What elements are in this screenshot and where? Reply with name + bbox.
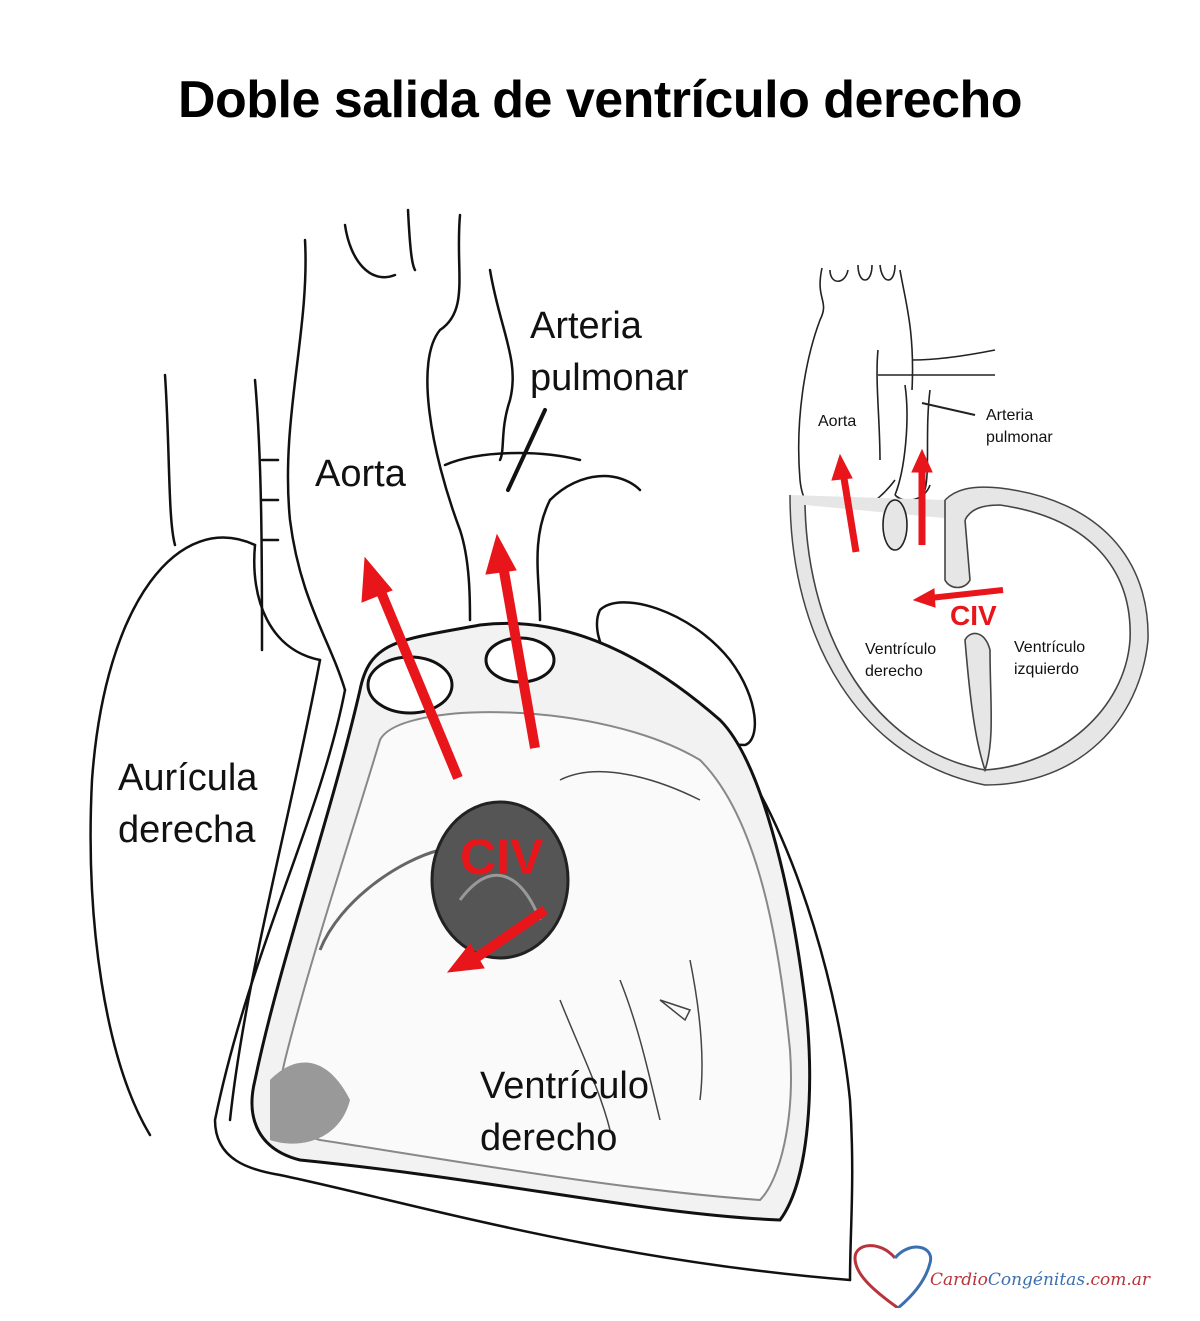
arrowhead-aorta bbox=[361, 556, 393, 603]
inset-label-arteria-1: Arteria bbox=[986, 407, 1034, 424]
page-title: Doble salida de ventrículo derecho bbox=[177, 71, 1023, 129]
inset-heart bbox=[789, 264, 1149, 786]
arrow-to-aorta bbox=[371, 578, 463, 780]
inset-label-civ: CIV bbox=[950, 600, 997, 631]
flow-arrows bbox=[361, 533, 548, 973]
label-civ: CIV bbox=[460, 829, 544, 885]
inset-arrow-vsd bbox=[929, 587, 1004, 601]
label-ventriculo-2: derecho bbox=[480, 1117, 618, 1159]
arrow-through-vsd bbox=[467, 905, 548, 967]
arrowhead-pulmonary bbox=[485, 533, 517, 575]
label-arteria-pulmonar-2: pulmonar bbox=[530, 357, 689, 399]
label-aorta: Aorta bbox=[315, 453, 406, 495]
label-auricula-1: Aurícula bbox=[118, 757, 258, 799]
inset-label-vi-2: izquierdo bbox=[1014, 661, 1079, 678]
arrowhead-vsd bbox=[446, 943, 485, 973]
label-arteria-pulmonar-1: Arteria bbox=[530, 305, 642, 347]
inset-label-vi-1: Ventrículo bbox=[1014, 639, 1086, 656]
cardiocongenitas-logo: CardioCongénitas.com.ar bbox=[850, 1238, 1180, 1308]
logo-text-domain: .com.ar bbox=[1085, 1270, 1150, 1290]
inset-arrow-aorta bbox=[839, 471, 860, 553]
pulmonary-artery-outline bbox=[488, 268, 514, 462]
vena-cava bbox=[163, 373, 177, 547]
aorta-outline bbox=[286, 238, 347, 692]
ventricle-outer bbox=[213, 688, 852, 1282]
logo-text-congenitas: Congénitas bbox=[987, 1270, 1086, 1290]
arrow-to-pulmonary bbox=[497, 559, 540, 749]
inset-label-vd-2: derecho bbox=[865, 663, 923, 680]
right-atrium-outline bbox=[89, 536, 257, 1137]
heart-logo-icon bbox=[853, 1244, 933, 1308]
inset-label-vd-1: Ventrículo bbox=[865, 641, 937, 658]
label-ventriculo-1: Ventrículo bbox=[480, 1065, 649, 1107]
label-auricula-2: derecha bbox=[118, 809, 256, 851]
inset-label-aorta: Aorta bbox=[818, 413, 857, 430]
inset-label-arteria-2: pulmonar bbox=[986, 429, 1053, 446]
logo-text-cardio: Cardio bbox=[930, 1270, 988, 1290]
